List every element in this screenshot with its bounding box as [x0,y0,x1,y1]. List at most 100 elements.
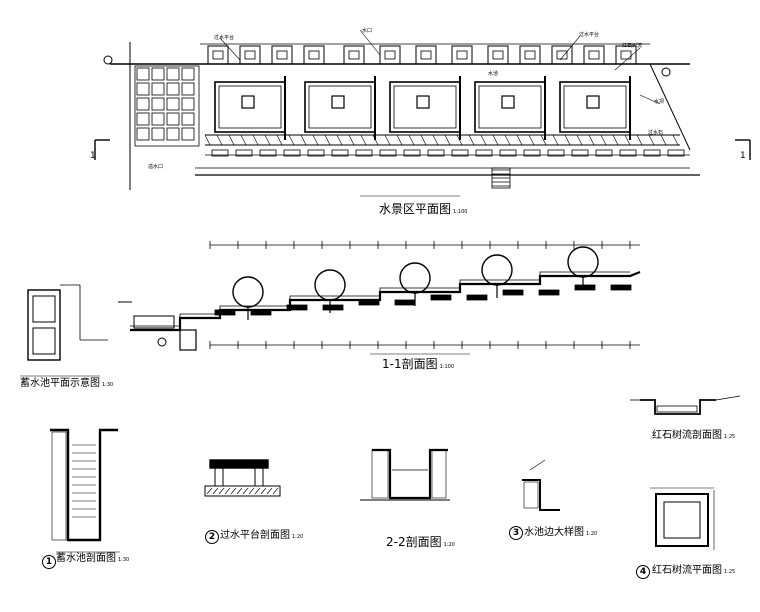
inlet-structure [133,315,175,329]
stone-block [259,149,277,157]
base-hatch [260,487,267,495]
section-marker-left: 1 [90,151,96,161]
stone-block [643,149,661,157]
top-box-inner [588,50,600,60]
north-marker [103,55,113,65]
pool-centerpiece [586,95,600,109]
stone-plan-inner [663,501,701,539]
hatch-mark [312,134,319,146]
top-box [615,45,637,65]
hatch-mark [636,134,643,146]
tree-canopy [567,246,599,278]
stone-block [331,149,349,157]
top-box-inner [456,50,468,60]
hatch-mark [228,134,235,146]
top-box [415,45,437,65]
hatch-mark [348,134,355,146]
hatch-mark [240,134,247,146]
top-box [583,45,605,65]
tree-canopy [232,276,264,308]
base-hatch [266,487,273,495]
stone-block [595,149,613,157]
pool-outline [304,81,376,133]
paving-square [151,127,165,141]
section-1-1 [118,241,641,355]
base-hatch [272,487,279,495]
hatch-mark [612,134,619,146]
coping-stone [610,284,632,291]
pool-plan-outer [27,289,61,361]
hatch-mark [468,134,475,146]
base-hatch [218,487,225,495]
hatch-mark [324,134,331,146]
coping-stone [358,299,380,306]
pool-centerpiece [416,95,430,109]
top-box [551,45,573,65]
top-box [303,45,325,65]
stone-block [451,149,469,157]
pool-centerpiece [331,95,345,109]
base-hatch [254,487,261,495]
paving-square [136,127,150,141]
section22-hatch-left [371,449,389,499]
stone-block [667,149,685,157]
pool-inner [478,85,542,129]
top-box [379,45,401,65]
platform-pier [214,467,224,487]
stone-block [523,149,541,157]
pool-centerpiece [501,95,515,109]
plan-right-edge [649,63,691,151]
base-hatch [212,487,219,495]
hatch-mark [660,134,667,146]
leader-line [639,94,661,105]
top-box-inner [384,50,396,60]
plan-note-1: 水口 [362,28,373,34]
paving-square [181,97,195,111]
platform-slab [209,459,269,469]
base-hatch [236,487,243,495]
detail-number-3: 3 [509,526,523,540]
hatch-mark [648,134,655,146]
stone-ledge [715,395,741,401]
paving-frame [134,65,200,147]
coping-stone [502,289,524,296]
plan-note-2: 过水平台 [579,32,600,38]
stone-block [307,149,325,157]
pool-sump [179,329,197,351]
base-hatch [242,487,249,495]
stone-block [571,149,589,157]
base-hatch [206,487,213,495]
pool-edge-profile [522,479,560,511]
stone-block [211,149,229,157]
pool-edge-hatch [523,481,539,509]
paving-square [166,127,180,141]
hatch-mark [564,134,571,146]
paving-square [151,67,165,81]
hatch-mark [276,134,283,146]
tree-canopy [481,254,513,286]
hatch-mark [552,134,559,146]
stone-block [403,149,421,157]
hatch-mark [576,134,583,146]
hatch-mark [624,134,631,146]
plan-note-4: 红石树流 [622,43,643,49]
top-box-inner [244,50,256,60]
paving-square [181,112,195,126]
base-hatch [224,487,231,495]
hatch-mark [408,134,415,146]
top-box [239,45,261,65]
coping-stone [466,294,488,301]
stone-plan-outer [655,493,709,547]
section-marker-circle [157,337,167,347]
paving-square [136,82,150,96]
water-surface [130,271,630,327]
paving-square [151,112,165,126]
coping-stone [322,304,344,311]
top-box-inner [492,50,504,60]
stone-block [619,149,637,157]
